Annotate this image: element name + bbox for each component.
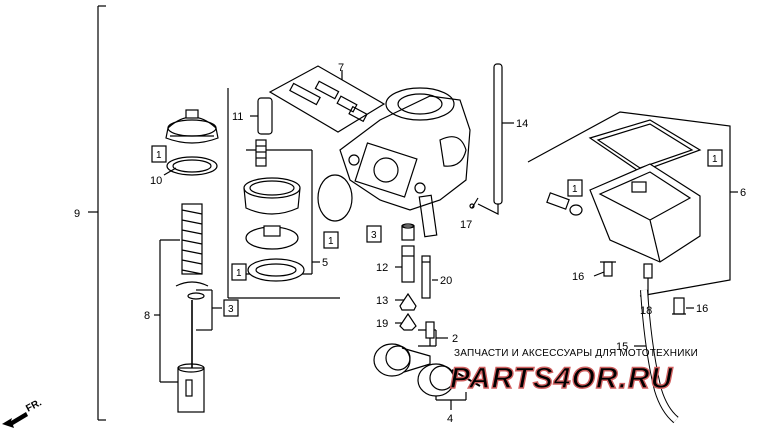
choke-rod [469,63,503,215]
screw-16b [672,297,686,315]
front-direction-arrow: FR. [2,397,44,428]
watermark: ЗАПЧАСТИ И АКСЕССУАРЫ ДЛЯ МОТОТЕХНИКИ PA… [449,348,698,396]
diaphragm-bottom [247,258,305,282]
float-valve-2 [425,321,435,346]
box-label-1-e: 1 [712,154,718,165]
boxed-markers [151,145,723,317]
screw-16a [600,261,616,277]
callout-15: 15 [616,341,628,353]
callout-2: 2 [452,333,458,345]
front-label: FR. [24,397,44,414]
drain-screw [546,192,583,216]
callout-11: 11 [232,111,243,123]
callout-4: 4 [447,413,453,425]
diaphragm-mid [245,225,299,250]
callout-7: 7 [338,62,344,74]
callout-12: 12 [376,262,388,274]
callout-5: 5 [322,257,328,269]
drain-tube-15 [640,289,679,424]
callout-19: 19 [376,318,388,330]
callout-17: 17 [460,219,472,231]
callout-18: 18 [640,305,652,317]
float-chamber-gasket [588,119,702,173]
nozzle-18 [643,263,653,279]
group-3-left-bracket [196,289,222,331]
callout-20: 20 [440,275,452,287]
diaphragm-top [243,177,301,215]
float-assembly [373,343,481,397]
carburetor-body [339,87,471,238]
box-label-1-c: 1 [328,236,334,247]
pilot-screw-set [289,80,368,123]
slow-jet-20 [421,255,431,299]
group-6-bracket [527,111,738,297]
screw-stud [255,139,267,167]
needle-jet-12 [401,245,415,283]
box-label-3-a: 3 [228,304,234,315]
main-jet-13 [399,292,417,311]
jet-needle [175,281,209,368]
part-11-cap [257,97,273,135]
box-label-1-b: 1 [236,268,242,279]
callout-16-right: 16 [696,303,708,315]
throttle-spring [181,203,203,275]
callout-9: 9 [74,208,80,220]
jet-3 [401,223,415,241]
main-jet-19 [399,312,417,331]
group-main-bracket [227,88,340,299]
o-ring [317,174,353,222]
callout-16-left: 16 [572,271,584,283]
group-8-bracket [154,239,185,383]
callout-8: 8 [144,310,150,322]
chamber-cap [165,109,219,144]
float-chamber [589,163,701,263]
watermark-logo: PARTS4OR.RU [450,362,674,395]
box-label-1-d: 1 [572,184,578,195]
callout-13: 13 [376,295,388,307]
throttle-valve [177,363,205,413]
callout-10: 10 [150,175,162,187]
callout-6: 6 [740,187,746,199]
cap-ring [166,156,218,176]
box-label-1-a: 1 [156,150,162,161]
group-9-bracket [88,5,106,421]
callout-14: 14 [516,118,528,130]
box-label-3-b: 3 [371,230,377,241]
watermark-caption: ЗАПЧАСТИ И АКСЕССУАРЫ ДЛЯ МОТОТЕХНИКИ [454,348,698,359]
callout-labels: 9 10 8 11 7 5 14 17 12 20 13 19 2 4 6 16… [74,62,746,425]
group-7-bracket [268,65,386,133]
